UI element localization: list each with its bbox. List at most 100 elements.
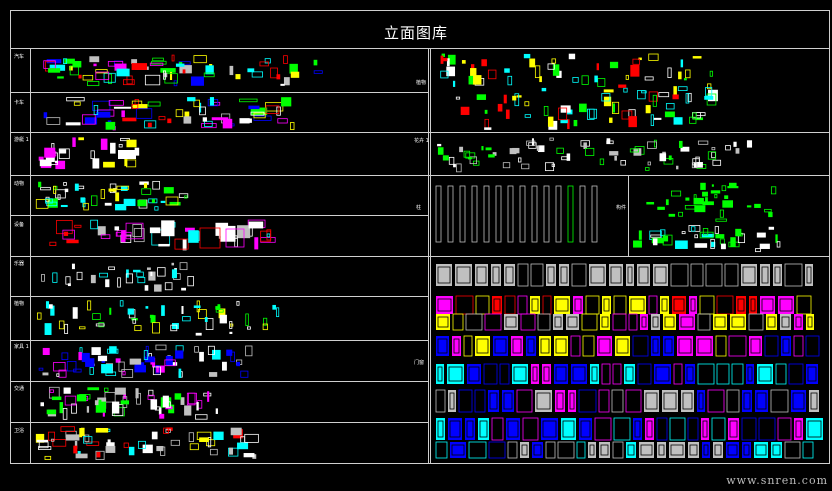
cad-block bbox=[524, 420, 537, 438]
cad-block bbox=[437, 266, 451, 284]
cad-block bbox=[624, 364, 635, 384]
cad-block bbox=[683, 78, 687, 81]
right-sub-divider bbox=[628, 175, 629, 256]
cad-block bbox=[612, 103, 616, 113]
cad-block bbox=[601, 363, 611, 385]
cad-block bbox=[160, 200, 166, 203]
cad-block bbox=[792, 392, 805, 410]
cad-block bbox=[560, 266, 568, 284]
cad-block bbox=[757, 364, 773, 384]
cad-block bbox=[247, 326, 251, 330]
cad-block bbox=[707, 83, 712, 90]
cad-block bbox=[436, 296, 453, 314]
cad-block bbox=[127, 308, 134, 315]
cad-block bbox=[771, 442, 782, 458]
cad-block bbox=[675, 366, 681, 382]
cad-block bbox=[703, 444, 709, 456]
cad-block bbox=[709, 70, 713, 77]
cad-block bbox=[107, 348, 119, 354]
cad-block bbox=[46, 409, 57, 415]
cad-block bbox=[104, 202, 112, 206]
cad-block bbox=[474, 389, 486, 413]
cad-block bbox=[650, 114, 655, 126]
cad-block bbox=[118, 150, 136, 159]
cad-block bbox=[531, 364, 539, 384]
cad-block bbox=[663, 314, 676, 330]
cad-block bbox=[152, 57, 164, 62]
cad-block bbox=[520, 313, 536, 331]
cad-block bbox=[465, 418, 475, 440]
cad-block bbox=[470, 68, 477, 79]
cad-block bbox=[802, 441, 814, 459]
cad-block bbox=[461, 60, 466, 64]
cad-block bbox=[129, 358, 142, 365]
cad-block bbox=[488, 441, 506, 459]
cad-block bbox=[95, 71, 110, 81]
cad-block bbox=[179, 262, 188, 271]
cad-block bbox=[639, 366, 650, 382]
left-row-line bbox=[10, 92, 428, 93]
cad-block bbox=[207, 345, 215, 355]
cad-block bbox=[657, 206, 665, 210]
cad-block bbox=[521, 444, 528, 456]
cad-block bbox=[680, 146, 690, 152]
cad-block bbox=[119, 300, 124, 307]
cad-block bbox=[570, 335, 581, 357]
cad-block bbox=[560, 105, 571, 113]
cad-block bbox=[170, 324, 178, 332]
cad-block bbox=[213, 431, 224, 440]
cad-block bbox=[74, 183, 79, 191]
cad-block bbox=[66, 361, 77, 372]
cad-block bbox=[566, 314, 579, 330]
cad-block bbox=[250, 111, 265, 116]
cad-block bbox=[529, 58, 536, 68]
cad-block bbox=[530, 263, 544, 287]
cad-block bbox=[553, 314, 563, 330]
cad-block bbox=[681, 390, 694, 412]
cad-block bbox=[612, 363, 622, 385]
cad-block bbox=[199, 102, 202, 113]
cad-block bbox=[573, 266, 585, 284]
cad-block bbox=[92, 158, 100, 169]
cad-block bbox=[143, 350, 149, 360]
row-label: 卡车 bbox=[14, 100, 25, 106]
cad-block bbox=[218, 308, 226, 319]
cad-block bbox=[52, 272, 58, 283]
cad-block bbox=[807, 420, 822, 438]
cad-block bbox=[609, 264, 623, 286]
cad-block bbox=[184, 227, 195, 232]
cad-block bbox=[724, 195, 729, 200]
cad-block bbox=[272, 304, 276, 310]
cad-block bbox=[606, 140, 614, 145]
cad-block bbox=[646, 420, 653, 438]
cad-block bbox=[148, 271, 156, 281]
cad-block bbox=[449, 420, 461, 438]
cad-block bbox=[532, 266, 542, 284]
right-row-line bbox=[428, 132, 830, 133]
cad-block bbox=[44, 147, 56, 158]
cad-block bbox=[702, 442, 710, 458]
cad-block bbox=[247, 68, 255, 73]
cad-block bbox=[102, 409, 105, 417]
cad-block bbox=[568, 390, 576, 412]
cad-block bbox=[449, 392, 455, 410]
cad-block bbox=[64, 188, 69, 193]
cad-block bbox=[116, 185, 130, 190]
cad-block bbox=[614, 155, 617, 161]
cad-block bbox=[35, 433, 45, 443]
cad-block bbox=[199, 106, 206, 116]
left-row-line bbox=[10, 215, 428, 216]
cad-block bbox=[484, 118, 489, 129]
cad-block bbox=[714, 194, 718, 199]
cad-block bbox=[700, 182, 706, 190]
cad-block bbox=[96, 111, 111, 118]
cad-block bbox=[665, 103, 675, 110]
cad-block bbox=[165, 355, 173, 366]
cad-block bbox=[598, 338, 611, 354]
cad-block bbox=[603, 89, 614, 93]
row-label: 游艇 1 bbox=[14, 137, 29, 143]
cad-block bbox=[627, 392, 640, 410]
cad-block bbox=[673, 86, 677, 96]
cad-block bbox=[641, 316, 647, 328]
cad-block bbox=[105, 279, 110, 288]
